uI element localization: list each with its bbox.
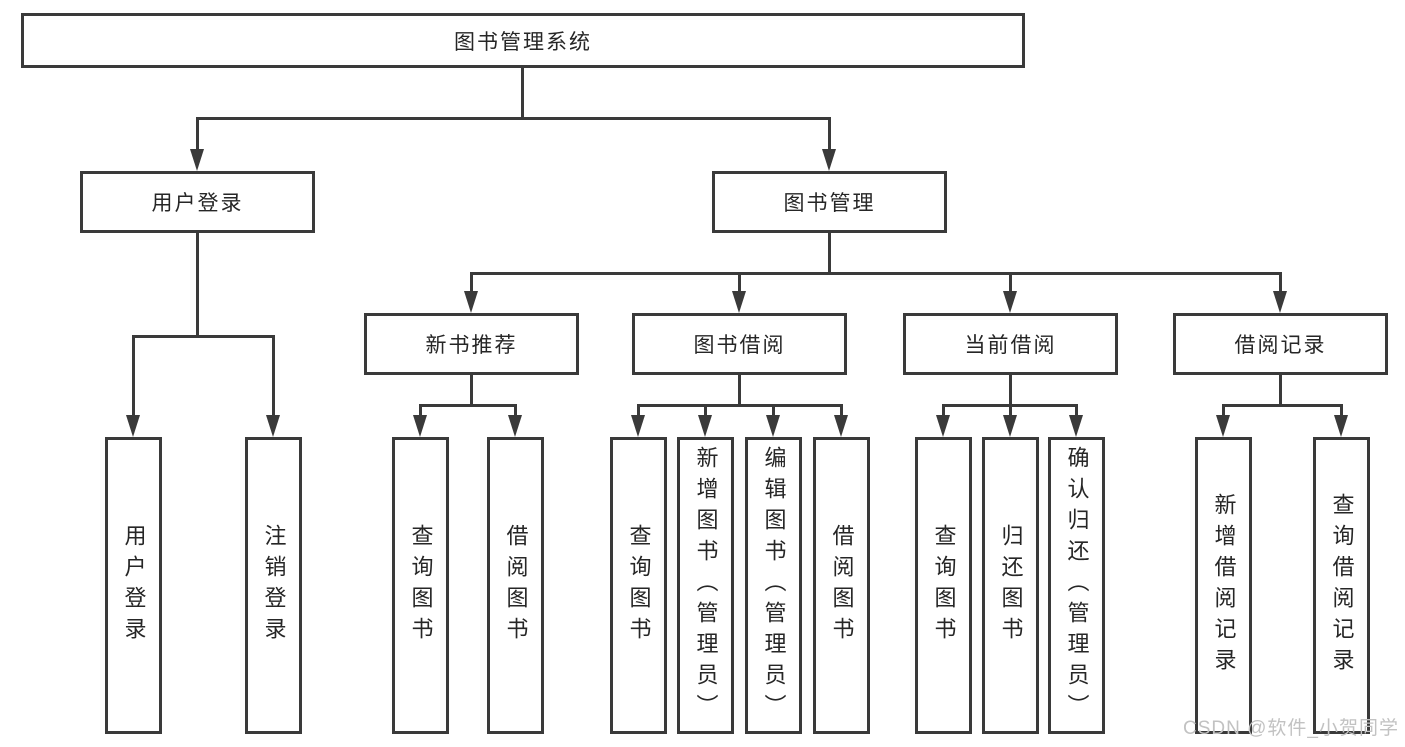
node-new-book-recommend: 新书推荐 (364, 313, 579, 375)
arrow-bb-leaf2 (698, 415, 712, 437)
leaf-add-borrow-record: 新增借阅记录 (1195, 437, 1252, 734)
node-library-management-system: 图书管理系统 (21, 13, 1025, 68)
connector-root-branch (196, 117, 831, 120)
leaf-borrow-books: 借阅图书 (813, 437, 870, 734)
leaf-add-books-admin: 新增图书（管理员） (677, 437, 734, 734)
connector-cb-leaf3 (1075, 404, 1078, 418)
leaf-edit-books-admin: 编辑图书（管理员） (745, 437, 802, 734)
connector-book-borrow-branch (637, 404, 843, 407)
leaf-borrow-books-recommend: 借阅图书 (487, 437, 544, 734)
leaf-return-books: 归还图书 (982, 437, 1039, 734)
node-user-login: 用户登录 (80, 171, 315, 233)
arrow-bb-leaf3 (766, 415, 780, 437)
connector-borrow-records-stem (1279, 375, 1282, 406)
node-current-borrow: 当前借阅 (903, 313, 1118, 375)
connector-root-to-user-login (196, 117, 199, 152)
connector-bb-leaf4 (840, 404, 843, 418)
leaf-query-books-borrow: 查询图书 (610, 437, 667, 734)
arrow-to-leaf-user-login (126, 415, 140, 437)
connector-br-leaf2 (1340, 404, 1343, 418)
arrow-to-book-management (822, 149, 836, 171)
arrow-to-leaf-logout (266, 415, 280, 437)
connector-current-borrow-stem (1009, 375, 1012, 406)
connector-book-management-stem (828, 233, 831, 275)
connector-cb-leaf2 (1009, 404, 1012, 418)
leaf-query-books-current: 查询图书 (915, 437, 972, 734)
node-book-borrow: 图书借阅 (632, 313, 847, 375)
arrow-bb-leaf4 (834, 415, 848, 437)
connector-book-management-branch (470, 272, 1282, 275)
connector-borrow-records-branch (1222, 404, 1343, 407)
connector-bb-leaf3 (772, 404, 775, 418)
connector-nbr-leaf1 (419, 404, 422, 418)
arrow-to-new-book-recommend (464, 291, 478, 313)
connector-user-login-stem (196, 233, 199, 337)
node-book-management: 图书管理 (712, 171, 947, 233)
leaf-user-login: 用户登录 (105, 437, 162, 734)
connector-br-leaf1 (1222, 404, 1225, 418)
arrow-bb-leaf1 (631, 415, 645, 437)
arrow-to-current-borrow (1003, 291, 1017, 313)
arrow-nbr-leaf2 (508, 415, 522, 437)
arrow-cb-leaf3 (1069, 415, 1083, 437)
arrow-to-borrow-records (1273, 291, 1287, 313)
connector-root-stem (521, 68, 524, 119)
leaf-query-books-recommend: 查询图书 (392, 437, 449, 734)
connector-bb-leaf1 (637, 404, 640, 418)
leaf-logout: 注销登录 (245, 437, 302, 734)
arrow-to-user-login (190, 149, 204, 171)
connector-to-book-borrow (738, 272, 741, 294)
connector-nbr-leaf2 (514, 404, 517, 418)
connector-new-book-recommend-branch (419, 404, 517, 407)
arrow-br-leaf1 (1216, 415, 1230, 437)
arrow-cb-leaf1 (936, 415, 950, 437)
leaf-query-borrow-record: 查询借阅记录 (1313, 437, 1370, 734)
connector-bb-leaf2 (704, 404, 707, 418)
arrow-to-book-borrow (732, 291, 746, 313)
arrow-nbr-leaf1 (413, 415, 427, 437)
arrow-cb-leaf2 (1003, 415, 1017, 437)
connector-user-login-branch (132, 335, 275, 338)
connector-to-new-book-recommend (470, 272, 473, 294)
node-borrow-records: 借阅记录 (1173, 313, 1388, 375)
connector-new-book-recommend-stem (470, 375, 473, 406)
connector-to-borrow-records (1279, 272, 1282, 294)
leaf-confirm-return-admin: 确认归还（管理员） (1048, 437, 1105, 734)
connector-book-borrow-stem (738, 375, 741, 406)
connector-to-leaf-logout (272, 335, 275, 418)
connector-root-to-book-management (828, 117, 831, 152)
connector-to-leaf-user-login (132, 335, 135, 418)
arrow-br-leaf2 (1334, 415, 1348, 437)
connector-cb-leaf1 (942, 404, 945, 418)
csdn-watermark: CSDN @软件_小贺同学 (1183, 718, 1399, 739)
connector-to-current-borrow (1009, 272, 1012, 294)
